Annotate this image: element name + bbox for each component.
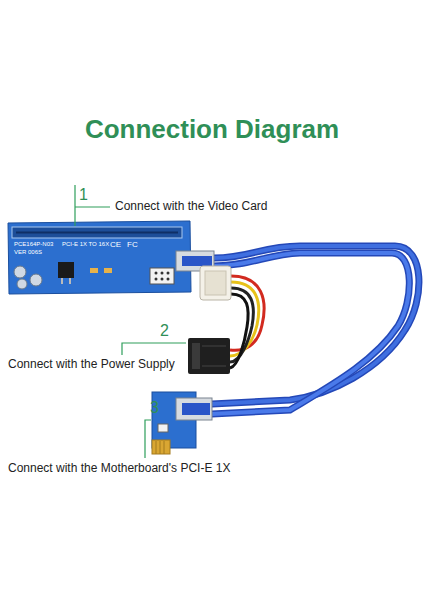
board-marking: FC bbox=[127, 240, 138, 249]
board-marking: VER 006S bbox=[14, 249, 42, 256]
callout-number: 1 bbox=[79, 186, 88, 204]
diagram-title: Connection Diagram bbox=[0, 115, 424, 145]
board-marking: PCE164P-N03 bbox=[14, 241, 53, 248]
leader-lines bbox=[75, 185, 186, 458]
board-marking: CE bbox=[110, 240, 121, 249]
riser-board bbox=[8, 221, 214, 294]
board-marking: PCI-E 1X TO 16X bbox=[62, 241, 109, 248]
callout-number: 2 bbox=[160, 322, 169, 340]
sata-connector bbox=[188, 338, 230, 374]
molex-connector bbox=[200, 266, 231, 300]
usb-cable bbox=[212, 246, 419, 414]
callout-label: Connect with the Motherboard's PCI-E 1X bbox=[8, 462, 230, 476]
callout-label: Connect with the Video Card bbox=[115, 200, 268, 214]
callout-number: 3 bbox=[150, 399, 159, 417]
power-wires bbox=[230, 276, 264, 368]
callout-label: Connect with the Power Supply bbox=[8, 358, 175, 372]
pcie-1x-card bbox=[152, 392, 212, 454]
